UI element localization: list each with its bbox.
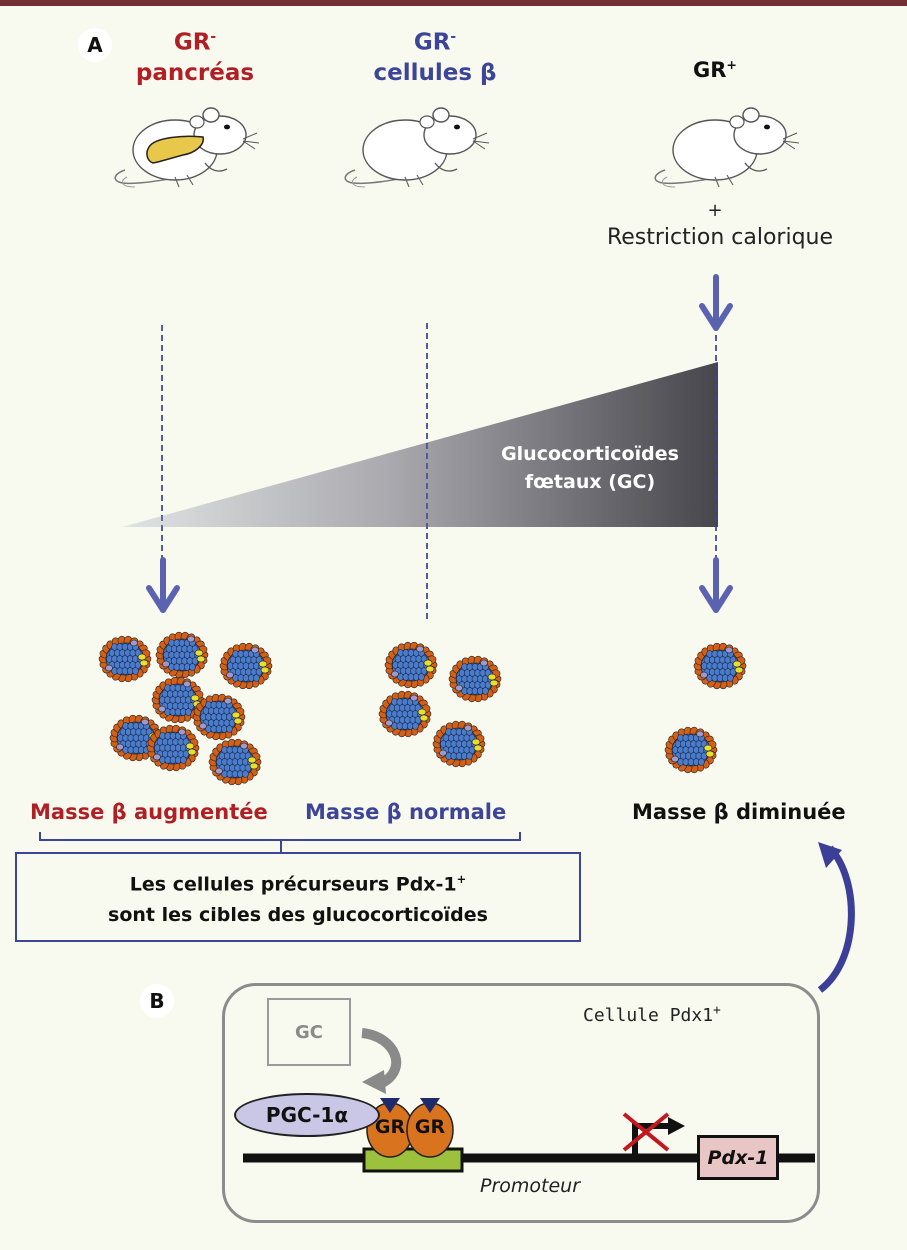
group-gr-minus-beta-header: GR- cellules β: [355, 22, 515, 88]
mouse-beta-knockout: [344, 107, 490, 188]
islet: [432, 720, 486, 768]
conclusion-line1: Les cellules précurseurs Pdx-1+: [129, 872, 467, 896]
group-title: GR+: [693, 57, 737, 82]
group-subtitle: cellules β: [373, 59, 497, 86]
pgc1alpha-coactivator: PGC-1α: [234, 1093, 380, 1137]
cell-label: Cellule Pdx1+: [583, 1003, 721, 1026]
glucocorticoid-gradient-wedge: [122, 362, 718, 527]
panel-b-badge: B: [140, 984, 174, 1018]
islet: [664, 726, 718, 774]
gr-receptor-2: [406, 1098, 454, 1158]
conclusion-line2: sont les cibles des glucocorticoïdes: [108, 903, 488, 926]
group-gr-plus-header: GR+: [660, 50, 770, 85]
islet: [146, 724, 200, 772]
plus-sign: +: [707, 200, 723, 221]
group-subtitle: pancréas: [135, 59, 255, 86]
caloric-restriction-label: Restriction calorique: [606, 225, 834, 250]
mouse-wildtype: [654, 107, 800, 188]
fetal-glucocorticoids-label: Glucocorticoïdes fœtaux (GC): [470, 440, 710, 496]
islet: [693, 642, 747, 690]
arrow-down-left-icon: [146, 557, 180, 613]
gc-box: GC: [267, 998, 351, 1066]
islet: [378, 690, 432, 738]
islets-layer: [98, 631, 747, 786]
islet: [208, 738, 262, 786]
outcome-decreased-mass: Masse β diminuée: [632, 800, 846, 824]
pancreas-organ: [146, 135, 204, 164]
islet: [98, 635, 152, 683]
gc-curved-arrow-icon: [361, 1028, 402, 1094]
promoter-label: Promoteur: [480, 1175, 581, 1197]
transcription-start-arrow-icon: [632, 1117, 685, 1158]
gradient-label-line2: fœtaux (GC): [524, 471, 656, 493]
islet: [219, 642, 273, 690]
gr-label-2: GR: [414, 1116, 446, 1138]
group-title: GR-: [413, 29, 457, 56]
pdx1-gene-box: Pdx-1: [697, 1135, 779, 1180]
outcome-increased-mass: Masse β augmentée: [30, 800, 268, 824]
gradient-label-line1: Glucocorticoïdes: [501, 443, 679, 465]
top-border: [0, 0, 907, 6]
pdx1-cell-outline: [222, 983, 820, 1223]
islet: [192, 693, 246, 741]
curved-arrow-up-icon: [817, 842, 855, 993]
group-title: GR-: [173, 29, 217, 56]
arrow-down-right-icon: [699, 557, 733, 613]
outcome-normal-mass: Masse β normale: [305, 800, 507, 824]
islet: [384, 641, 438, 689]
group-gr-minus-pancreas-header: GR- pancréas: [115, 22, 275, 88]
group-bracket: [39, 832, 521, 852]
inhibition-cross-icon: [622, 1112, 670, 1152]
arrow-down-restriction-icon: [699, 274, 733, 331]
conclusion-box: Les cellules précurseurs Pdx-1+ sont les…: [15, 852, 581, 942]
islet: [109, 714, 163, 762]
mouse-pancreas-knockout: [114, 107, 260, 188]
gr-label-1: GR: [374, 1116, 406, 1138]
islet: [155, 631, 209, 679]
panel-a-badge: A: [78, 28, 112, 62]
islet: [448, 655, 502, 703]
